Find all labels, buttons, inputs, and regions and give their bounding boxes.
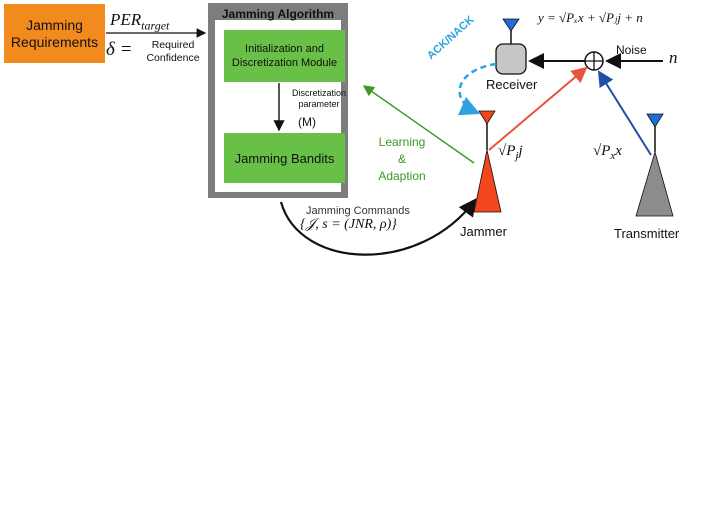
initialization-module-box: Initialization and Discretization Module: [224, 30, 345, 82]
transmitter-signal-root: √P: [593, 143, 611, 159]
discretization-parameter-label: Discretization parameter: [284, 88, 354, 110]
per-target-label: PERtarget: [110, 10, 169, 33]
transmitter-signal-label: √Pxx: [593, 143, 622, 162]
transmitter-label: Transmitter: [614, 226, 680, 241]
jammer-signal-label: √Pjj: [498, 143, 523, 162]
learning-line1: Learning: [378, 135, 426, 149]
jamming-requirements-box: Jamming Requirements: [4, 4, 105, 63]
requirements-line1: Jamming: [26, 16, 83, 33]
jammer-signal-sub: j: [515, 150, 519, 162]
required-confidence-label: Required Confidence: [138, 39, 208, 65]
init-module-line1: Initialization and: [245, 43, 324, 55]
learning-line2: &: [397, 152, 406, 166]
init-module-line2: Discretization Module: [231, 57, 338, 69]
jammer-signal-var: j: [518, 143, 523, 159]
required-confidence-line1: Required: [151, 39, 195, 51]
jamming-commands-label: Jamming Commands: [306, 205, 410, 217]
per-target-sub: target: [141, 18, 170, 33]
jamming-commands-arrow: [279, 198, 477, 256]
discretization-line1: Discretization: [291, 88, 347, 98]
jamming-bandits-box: Jamming Bandits: [224, 133, 345, 183]
requirements-line2: Requirements: [10, 33, 99, 50]
learning-line3: Adaption: [378, 169, 426, 183]
summation-node: [584, 51, 604, 71]
per-target-main: PER: [110, 10, 142, 29]
required-confidence-line2: Confidence: [146, 52, 200, 64]
jammer-signal-root: √P: [498, 143, 516, 159]
learning-arrow: [362, 85, 475, 164]
jamming-algorithm-title: Jamming Algorithm: [221, 7, 335, 21]
transmitter-icon: [635, 113, 674, 217]
ack-nack-arrow: [457, 62, 497, 116]
receiver-label: Receiver: [486, 77, 538, 92]
noise-symbol: n: [669, 48, 678, 67]
discretization-line2: parameter: [298, 99, 340, 109]
received-signal-equation: y = √Pₓx + √Pⱼj + n: [538, 10, 643, 25]
delta-label: δ =: [106, 39, 133, 60]
learning-adaption-label: Learning & Adaption: [370, 134, 434, 185]
m-parameter-label: (M): [298, 115, 316, 129]
jammer-label: Jammer: [460, 224, 507, 239]
noise-label: Noise: [616, 43, 647, 57]
transmitter-signal-sub: x: [610, 150, 616, 162]
transmitter-signal-arrow: [597, 70, 652, 156]
jamming-commands-set: {𝒥, s = (JNR, ρ)}: [300, 217, 397, 232]
jammer-signal-arrow: [488, 66, 588, 151]
receiver-icon: [495, 18, 527, 75]
transmitter-signal-var: x: [615, 143, 622, 159]
jammer-icon: [473, 110, 502, 213]
